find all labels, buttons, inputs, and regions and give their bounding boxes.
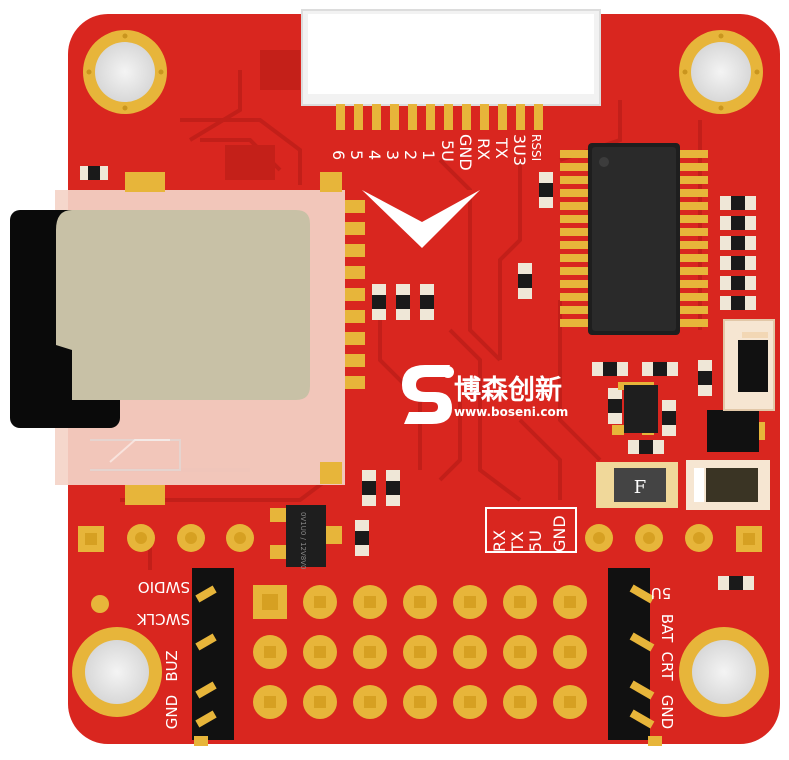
microsd-card bbox=[56, 210, 310, 400]
pin-label-tx: TX bbox=[492, 137, 511, 159]
schottky-diode bbox=[723, 319, 775, 411]
pin-label-6: 6 bbox=[329, 150, 348, 160]
pin-label-rssi: RSSI bbox=[529, 134, 543, 161]
label-crt: CRT bbox=[658, 652, 676, 682]
top-connector-inner bbox=[308, 14, 594, 94]
regulator-marking: 0V1U0 / 12V8V0 bbox=[299, 512, 307, 569]
smd-diode-black bbox=[707, 410, 759, 452]
label-swdio: SWDIO bbox=[138, 578, 190, 596]
top-connector-labels: 6 5 4 3 2 1 5U GND RX TX 3U3 RSSI bbox=[329, 134, 543, 171]
pin-label-gnd: GND bbox=[456, 134, 475, 171]
label-swclk: SWCLK bbox=[136, 610, 190, 628]
pin-label-5u: 5U bbox=[438, 140, 457, 162]
fuse: F bbox=[596, 462, 678, 508]
mounting-hole-top-left bbox=[83, 30, 167, 114]
pin-label-1: 1 bbox=[419, 150, 438, 160]
pcb-darker-zone-2 bbox=[260, 50, 300, 90]
pin-label-3v3: 3U3 bbox=[510, 134, 529, 166]
fuse-label: F bbox=[634, 477, 647, 498]
left-pin-header bbox=[192, 568, 234, 746]
label-gnd-right: GND bbox=[658, 695, 676, 729]
label-gnd-left: GND bbox=[163, 695, 181, 729]
pin-label-rx: RX bbox=[474, 138, 493, 160]
pad-row-upper bbox=[78, 524, 762, 613]
label-bat: BAT bbox=[658, 614, 676, 643]
power-diode bbox=[686, 460, 770, 510]
boseni-s-logo-icon bbox=[402, 365, 454, 424]
smd-resistors bbox=[80, 166, 756, 590]
pin-label-4: 4 bbox=[365, 150, 384, 160]
uart-label-box: RX TX 5U GND bbox=[485, 507, 577, 553]
left-header-labels: SWDIO SWCLK BUZ GND bbox=[136, 578, 190, 729]
uart-label-rx: RX bbox=[490, 530, 509, 552]
mounting-hole-gold-ring-dots bbox=[86, 33, 760, 111]
uart-label-gnd: GND bbox=[550, 515, 569, 552]
sot23-transistor bbox=[612, 382, 658, 435]
mounting-hole-bottom-left bbox=[72, 627, 162, 717]
pin-label-3: 3 bbox=[383, 150, 402, 160]
brand-url: www.boseni.com bbox=[454, 405, 568, 419]
boseni-logo: 博森创新 www.boseni.com bbox=[402, 365, 568, 424]
pin-label-2: 2 bbox=[401, 150, 420, 160]
pcb-darker-zone bbox=[225, 145, 275, 180]
mounting-hole-top-right bbox=[679, 30, 763, 114]
right-header-labels: 5U BAT CRT GND bbox=[651, 584, 676, 729]
uart-label-tx: TX bbox=[508, 531, 527, 553]
top-connector-pins bbox=[336, 104, 543, 130]
label-buz: BUZ bbox=[163, 650, 181, 681]
right-pin-header bbox=[608, 568, 662, 746]
brand-name-chinese: 博森创新 bbox=[454, 374, 562, 406]
mounting-hole-bottom-right bbox=[679, 627, 769, 717]
voltage-regulator: 0V1U0 / 12V8V0 bbox=[270, 505, 342, 569]
main-ic-chip bbox=[560, 143, 708, 335]
pad-grid bbox=[253, 585, 587, 719]
uart-label-5u: 5U bbox=[526, 530, 545, 552]
label-5u-right: 5U bbox=[651, 584, 672, 602]
pin-label-5: 5 bbox=[347, 150, 366, 160]
